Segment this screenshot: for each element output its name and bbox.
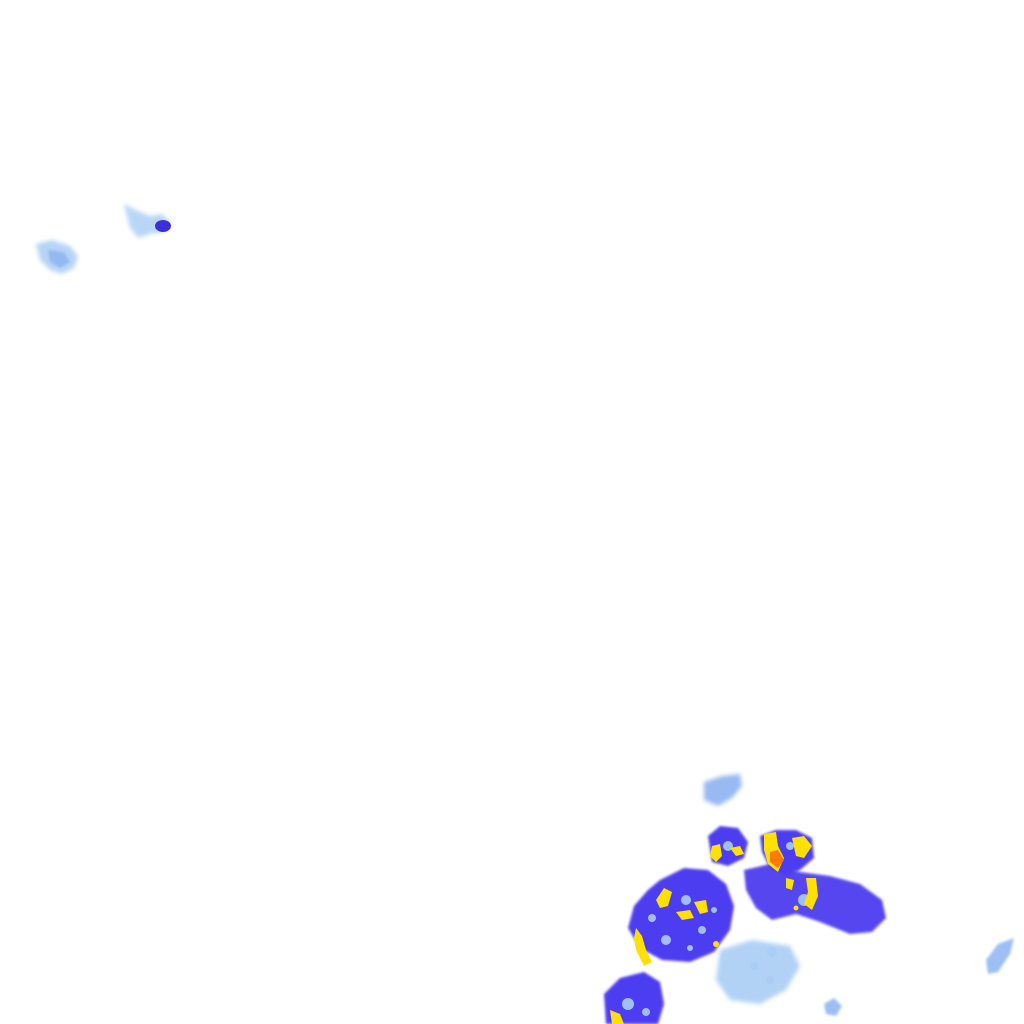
echo-heavy-cell bbox=[656, 888, 672, 908]
echo-heavy-cell bbox=[710, 844, 722, 862]
echo-moderate-cell bbox=[155, 220, 171, 232]
echo-cluster-southeast bbox=[604, 774, 1014, 1024]
echo-heavy-cell bbox=[793, 905, 799, 911]
echo-light-patch bbox=[716, 940, 800, 1004]
echo-light-patch bbox=[824, 998, 842, 1016]
echo-heavy-cell bbox=[610, 1010, 624, 1024]
echo-light-patch bbox=[48, 250, 70, 268]
echo-very-heavy-core bbox=[770, 850, 784, 868]
echo-heavy-cell bbox=[804, 878, 818, 910]
echo-cluster-northwest bbox=[36, 204, 171, 274]
echo-heavy-cell bbox=[713, 941, 719, 947]
echo-heavy-cell bbox=[786, 878, 794, 890]
echo-heavy-cell bbox=[634, 928, 652, 966]
echo-heavy-cell bbox=[730, 846, 744, 856]
echo-light-patch bbox=[704, 774, 742, 806]
echo-heavy-cell bbox=[792, 836, 812, 858]
echo-heavy-cell bbox=[676, 910, 694, 920]
echo-light-patch bbox=[986, 938, 1014, 974]
echo-heavy-cell bbox=[694, 900, 708, 914]
